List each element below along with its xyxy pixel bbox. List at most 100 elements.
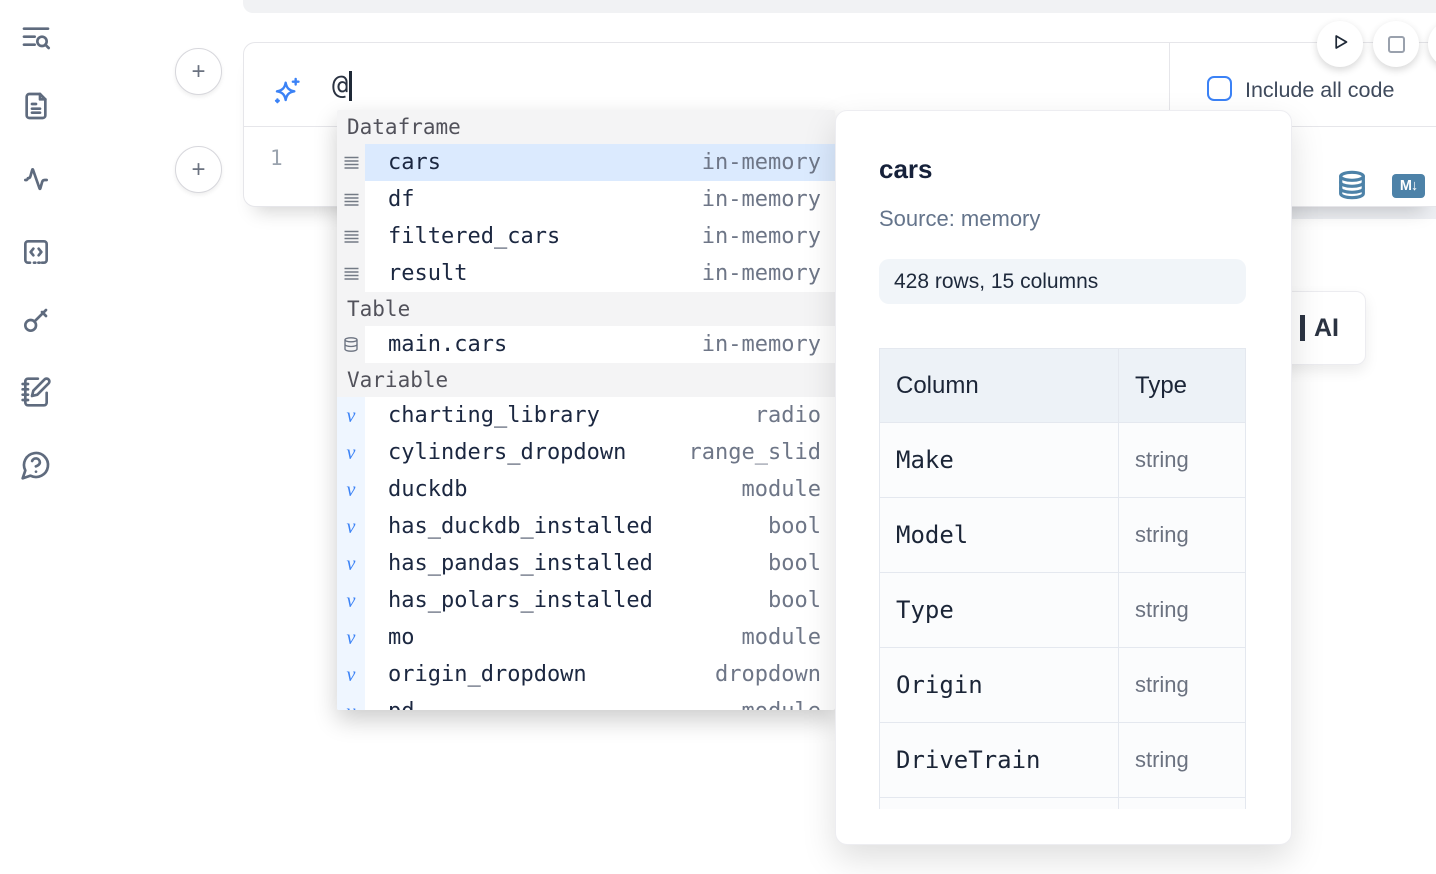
schema-row-partial xyxy=(879,797,1246,809)
option-name: mo xyxy=(388,625,415,650)
schema-column-type: string xyxy=(1117,497,1246,573)
autocomplete-option-origin_dropdown[interactable]: v origin_dropdown dropdown xyxy=(337,656,835,693)
option-name: result xyxy=(388,261,468,286)
schema-column-name: Origin xyxy=(879,647,1119,723)
include-all-code-checkbox[interactable] xyxy=(1207,76,1232,101)
sidebar-item-search[interactable] xyxy=(18,22,54,58)
markdown-icon[interactable]: M↓ xyxy=(1392,174,1425,198)
sidebar-item-scratchpad[interactable] xyxy=(18,376,54,412)
dataframe-icon xyxy=(337,218,365,255)
option-name: has_pandas_installed xyxy=(388,551,653,576)
autocomplete-option-cars[interactable]: cars in-memory xyxy=(337,144,835,181)
option-type: module xyxy=(741,477,821,502)
sidebar-item-logs[interactable] xyxy=(18,164,54,200)
clipped-glyph xyxy=(1300,315,1305,341)
option-name: origin_dropdown xyxy=(388,662,587,687)
variable-glyph: v xyxy=(347,702,356,711)
autocomplete-section-header: Table xyxy=(337,292,835,326)
help-chat-icon xyxy=(20,449,52,486)
table-icon xyxy=(337,326,365,363)
variable-icon: v xyxy=(337,582,365,619)
option-type: in-memory xyxy=(701,150,821,175)
ai-card-label: AI xyxy=(1314,313,1339,342)
schema-column-name: DriveTrain xyxy=(879,722,1119,798)
play-icon xyxy=(1327,29,1353,60)
sidebar-item-help[interactable] xyxy=(18,449,54,485)
sidebar-item-files[interactable] xyxy=(18,90,54,126)
variable-glyph: v xyxy=(346,552,356,575)
option-name: has_duckdb_installed xyxy=(388,514,653,539)
variable-icon: v xyxy=(337,471,365,508)
variable-glyph: v xyxy=(346,441,356,464)
schema-column-type: string xyxy=(1117,572,1246,648)
dataframe-preview-panel: cars Source: memory 428 rows, 15 columns… xyxy=(835,110,1292,845)
sidebar-item-secrets[interactable] xyxy=(18,304,54,340)
autocomplete-section-header: Dataframe xyxy=(337,110,835,144)
schema-header-row: Column Type xyxy=(879,348,1246,423)
include-all-code-label: Include all code xyxy=(1245,78,1395,102)
list-search-icon xyxy=(20,22,52,59)
key-icon xyxy=(20,304,52,341)
option-name: duckdb xyxy=(388,477,468,502)
stop-button[interactable] xyxy=(1373,21,1419,67)
variable-glyph: v xyxy=(346,478,356,501)
option-name: cars xyxy=(388,150,441,175)
activity-icon xyxy=(20,164,52,201)
type-header: Type xyxy=(1117,348,1246,423)
option-name: has_polars_installed xyxy=(388,588,653,613)
schema-column-type: string xyxy=(1117,647,1246,723)
variable-icon: v xyxy=(337,508,365,545)
column-header: Column xyxy=(879,348,1119,423)
notebook-pen-icon xyxy=(20,376,52,413)
option-type: radio xyxy=(754,403,821,428)
schema-column-type: string xyxy=(1117,422,1246,498)
code-editor[interactable]: 1 M↓ xyxy=(244,127,1436,207)
option-type: dropdown xyxy=(715,662,821,687)
option-type: module xyxy=(742,699,821,710)
option-name: df xyxy=(388,187,415,212)
previous-cell-edge xyxy=(243,0,1436,13)
schema-column-name: Make xyxy=(879,422,1119,498)
stop-icon xyxy=(1387,35,1405,53)
add-cell-button[interactable]: + xyxy=(175,146,222,193)
divider xyxy=(1169,43,1170,126)
sidebar-item-snippets[interactable] xyxy=(18,236,54,272)
preview-source: Source: memory xyxy=(879,206,1041,231)
line-number: 1 xyxy=(270,146,283,170)
variable-glyph: v xyxy=(346,626,356,649)
dataframe-icon xyxy=(337,255,365,292)
autocomplete-option-has_duckdb_installed[interactable]: v has_duckdb_installed bool xyxy=(337,508,835,545)
add-cell-button[interactable]: + xyxy=(175,48,222,95)
variable-icon: v xyxy=(337,397,365,434)
run-button[interactable] xyxy=(1317,21,1363,67)
autocomplete-option-duckdb[interactable]: v duckdb module xyxy=(337,471,835,508)
ai-prompt-input[interactable]: @ xyxy=(332,70,352,101)
schema-column-type: string xyxy=(1117,722,1246,798)
option-type: range_slid xyxy=(688,440,821,465)
autocomplete-option-pd[interactable]: vpdmodule xyxy=(337,693,835,710)
database-icon[interactable] xyxy=(1336,169,1368,206)
sparkles-icon xyxy=(271,76,303,113)
variable-icon: v xyxy=(337,693,365,710)
cell-action-button[interactable] xyxy=(1428,21,1436,67)
variable-glyph: v xyxy=(346,663,356,686)
variable-icon: v xyxy=(337,545,365,582)
variable-glyph: v xyxy=(346,515,356,538)
variable-glyph: v xyxy=(346,589,356,612)
text-cursor xyxy=(349,70,352,101)
option-type: bool xyxy=(768,514,821,539)
